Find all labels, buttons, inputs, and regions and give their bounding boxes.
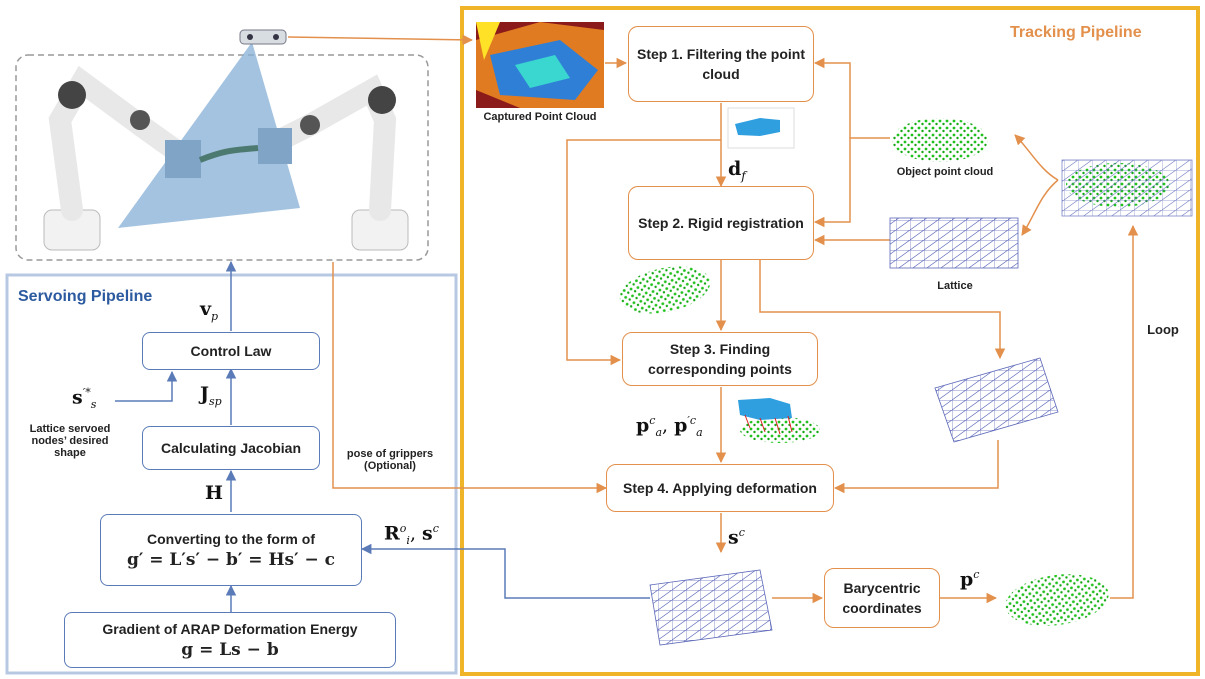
barycentric-box: Barycentric coordinates [824,568,940,628]
robot-scene-frame [15,54,429,261]
point-cloud-icon [476,22,604,108]
lattice-label: Lattice [937,280,973,292]
robot-arm-icon [43,65,201,251]
pose-of-grippers-label: pose of grippers (Optional) [346,448,434,472]
step4-box: Step 4. Applying deformation [606,464,834,512]
camera-icon [239,29,287,45]
gradient-line1: Gradient of ARAP Deformation Energy [102,620,358,637]
symbol-s-s-desired: s′*s [72,386,97,412]
converting-line1: Converting to the form of [147,530,315,547]
robot-arm-icon [258,74,409,251]
lattice-icon [934,357,1059,443]
camera-fov-cone [118,42,300,228]
gradient-box: Gradient of ARAP Deformation Energy g = … [64,612,396,668]
symbol-s-c: sc [728,526,745,549]
point-cloud-icon [1005,574,1109,626]
symbol-R-s: Roi, sc [384,522,439,548]
lattice-icon [1061,159,1193,217]
control-law-box: Control Law [142,332,320,370]
object-point-cloud-label: Object point cloud [896,166,994,178]
captured-point-cloud-label: Captured Point Cloud [483,111,597,123]
calculating-jacobian-box: Calculating Jacobian [142,426,320,470]
loop-label: Loop [1147,322,1179,337]
step1-box: Step 1. Filtering the point cloud [628,26,814,102]
tracking-pipeline-frame [460,6,1200,676]
symbol-p-c: pc [960,568,980,591]
step3-box: Step 3. Finding corresponding points [622,332,818,386]
tracking-pipeline-title: Tracking Pipeline [1010,24,1142,41]
converting-box: Converting to the form of g′ = L′s′ − b′… [100,514,362,586]
lattice-icon [889,217,1019,269]
point-cloud-icon [892,118,988,162]
lattice-icon [649,569,773,646]
point-cloud-icon [619,266,711,314]
point-cloud-icon [727,107,795,149]
symbol-H: H [205,482,223,504]
servoing-pipeline-title: Servoing Pipeline [18,288,153,305]
symbol-J-sp: Jsp [200,383,222,408]
point-cloud-icon [738,398,820,443]
gradient-equation: g = Ls − b [181,639,279,660]
symbol-v-p: vp [200,298,219,323]
deformable-object [198,145,259,163]
step2-box: Step 2. Rigid registration [628,186,814,260]
desired-shape-label: Lattice servoed nodes’ desired shape [29,423,111,459]
symbol-p-a: pca, p′ca [636,414,703,440]
converting-equation: g′ = L′s′ − b′ = Hs′ − c [126,549,336,570]
symbol-d-f: df [728,158,746,183]
